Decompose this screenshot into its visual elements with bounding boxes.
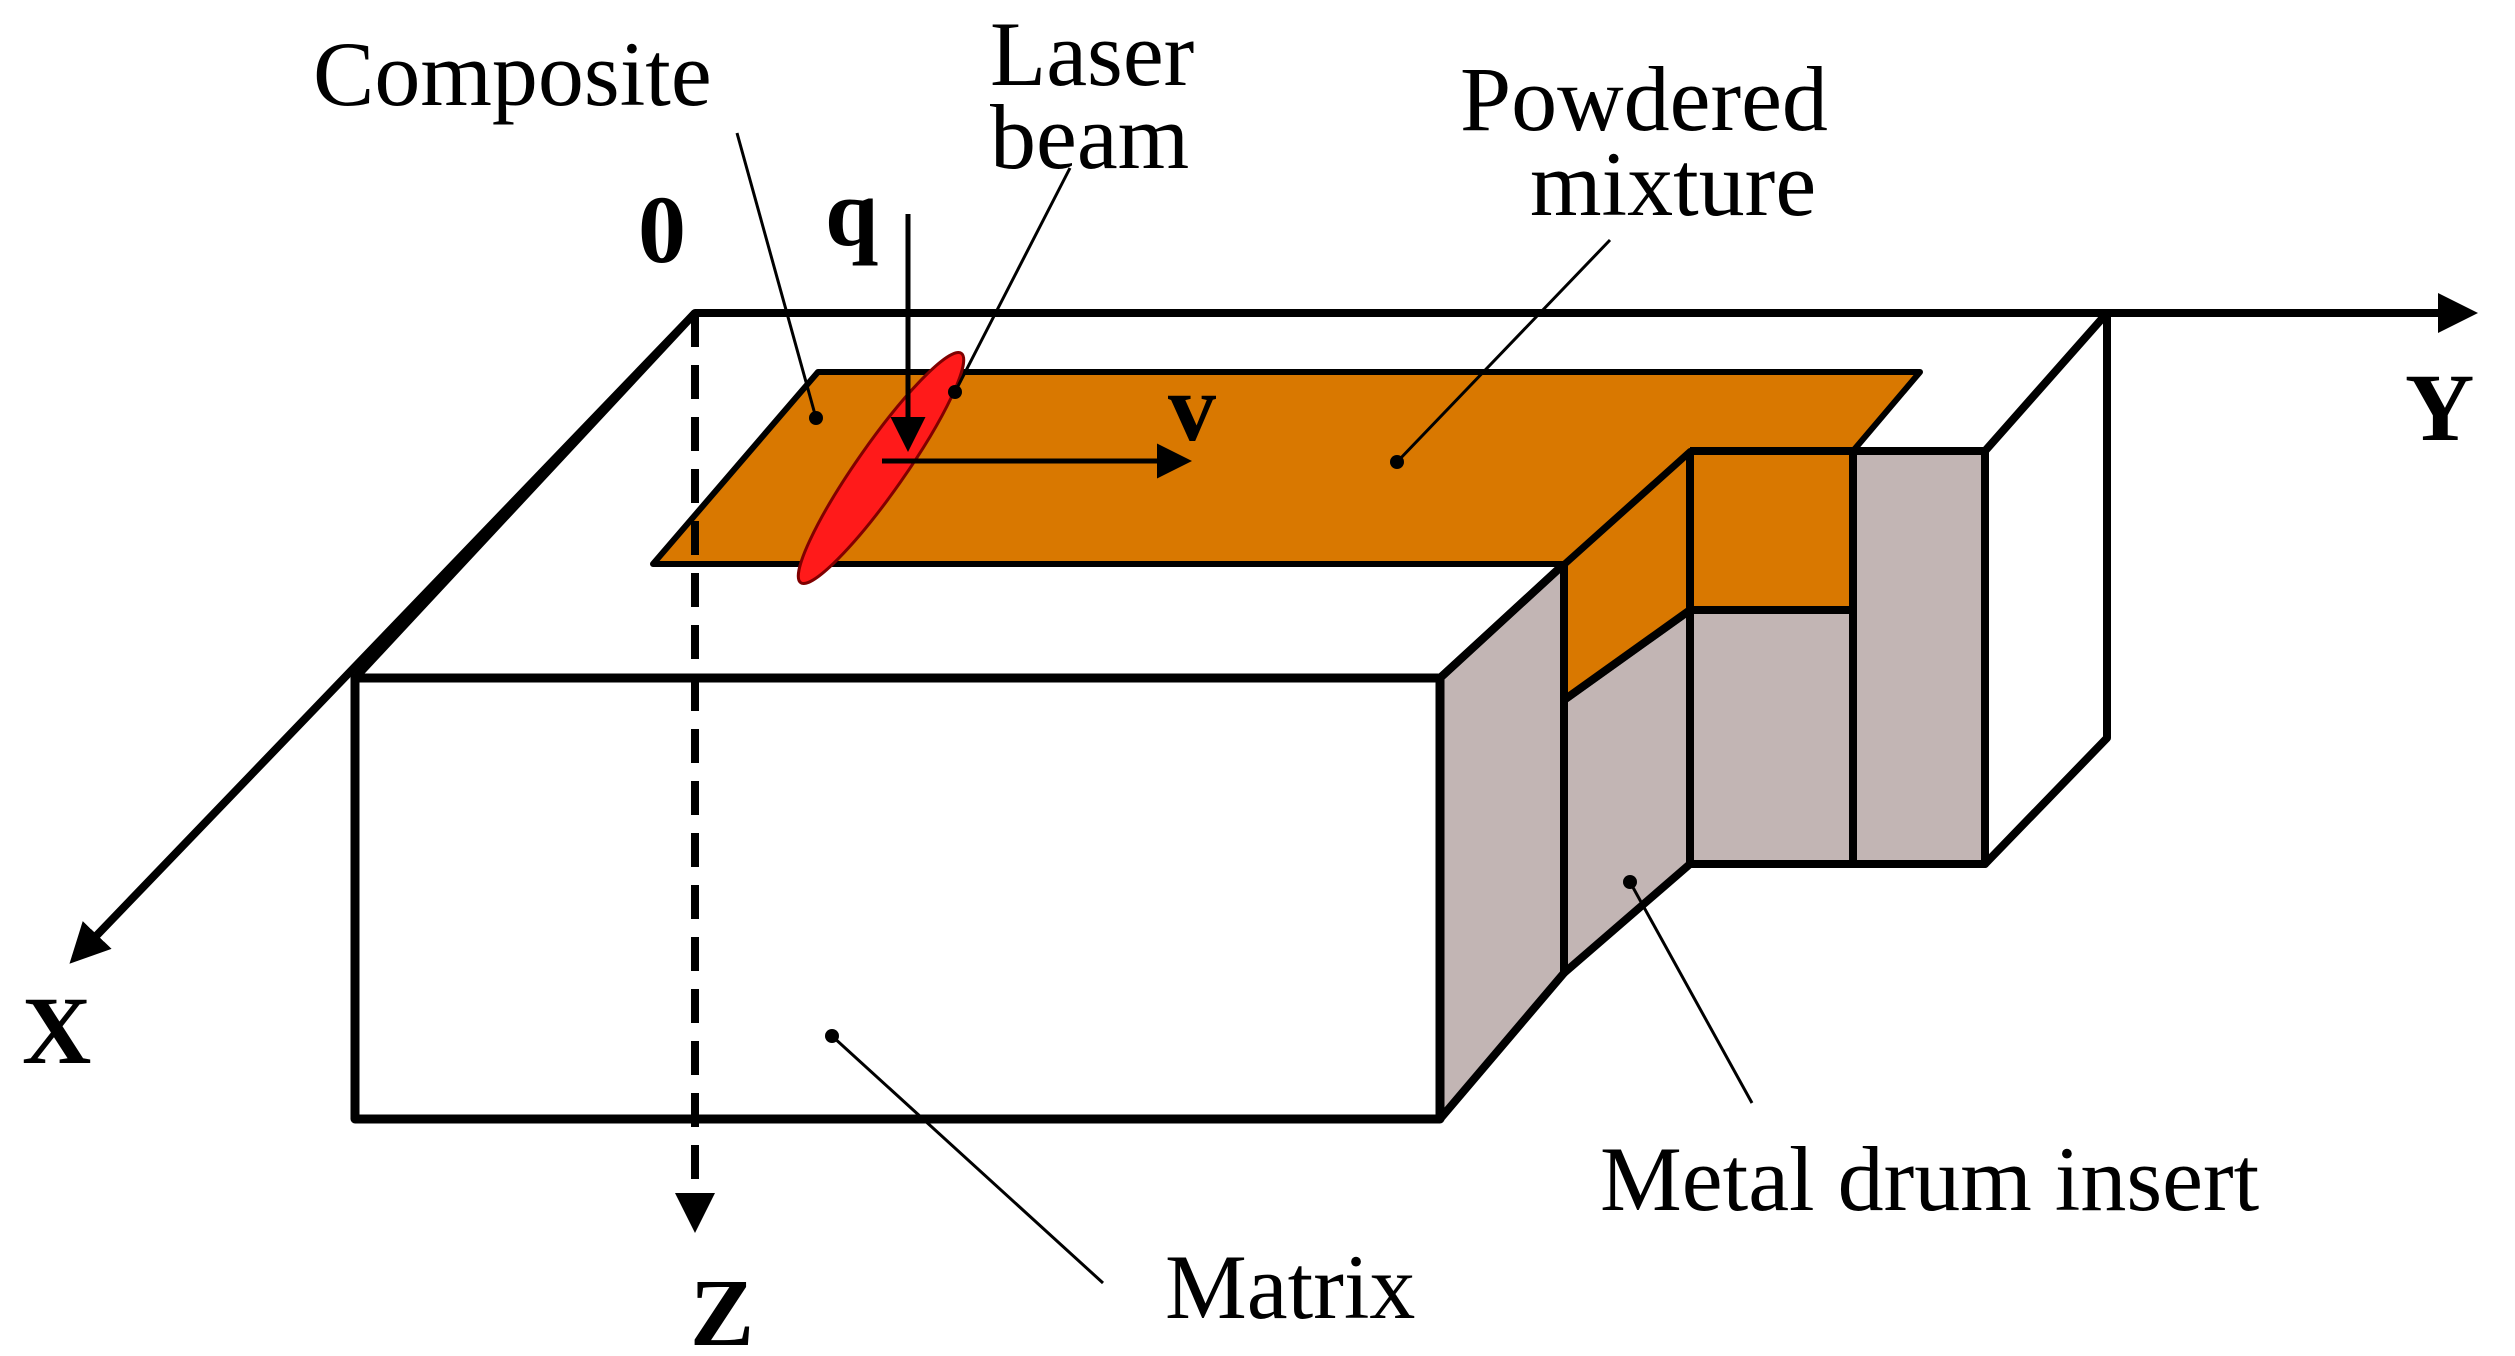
laser-spot xyxy=(796,350,966,586)
label-metal-insert: Metal drum insert xyxy=(1600,1128,2260,1230)
leader-metal-insert xyxy=(1623,875,1754,1104)
powder-insert-top xyxy=(1686,447,1857,614)
label-powder-line2: mixture xyxy=(1530,133,1816,235)
label-origin: 0 xyxy=(638,176,686,283)
label-axis-z: Z xyxy=(690,1259,754,1356)
label-heat-flux: q xyxy=(825,159,878,266)
leader-matrix xyxy=(825,1029,1105,1285)
metal-insert-right-panel xyxy=(1849,447,1989,868)
matrix-end-block xyxy=(1981,309,2111,868)
label-laser-line1: Laser xyxy=(990,3,1194,105)
label-axis-x: X xyxy=(22,977,91,1084)
label-axis-y: Y xyxy=(2405,354,2474,461)
label-composite: Composite xyxy=(313,23,712,125)
leader-composite xyxy=(735,132,823,425)
label-laser-line2: beam xyxy=(990,86,1189,188)
matrix-ridge-edge xyxy=(1437,561,1567,681)
matrix-front-face xyxy=(350,673,1445,1124)
leader-powdered-mixture xyxy=(1390,238,1612,469)
label-velocity: v xyxy=(1168,354,1216,461)
label-powder-line1: Powdered xyxy=(1460,48,1828,150)
matrix-right-side-face xyxy=(1436,560,1568,1123)
axis-x-line xyxy=(69,310,698,964)
label-matrix: Matrix xyxy=(1165,1236,1415,1338)
leader-laser-beam xyxy=(948,167,1072,399)
metal-insert-lower-middle xyxy=(1686,606,1857,868)
